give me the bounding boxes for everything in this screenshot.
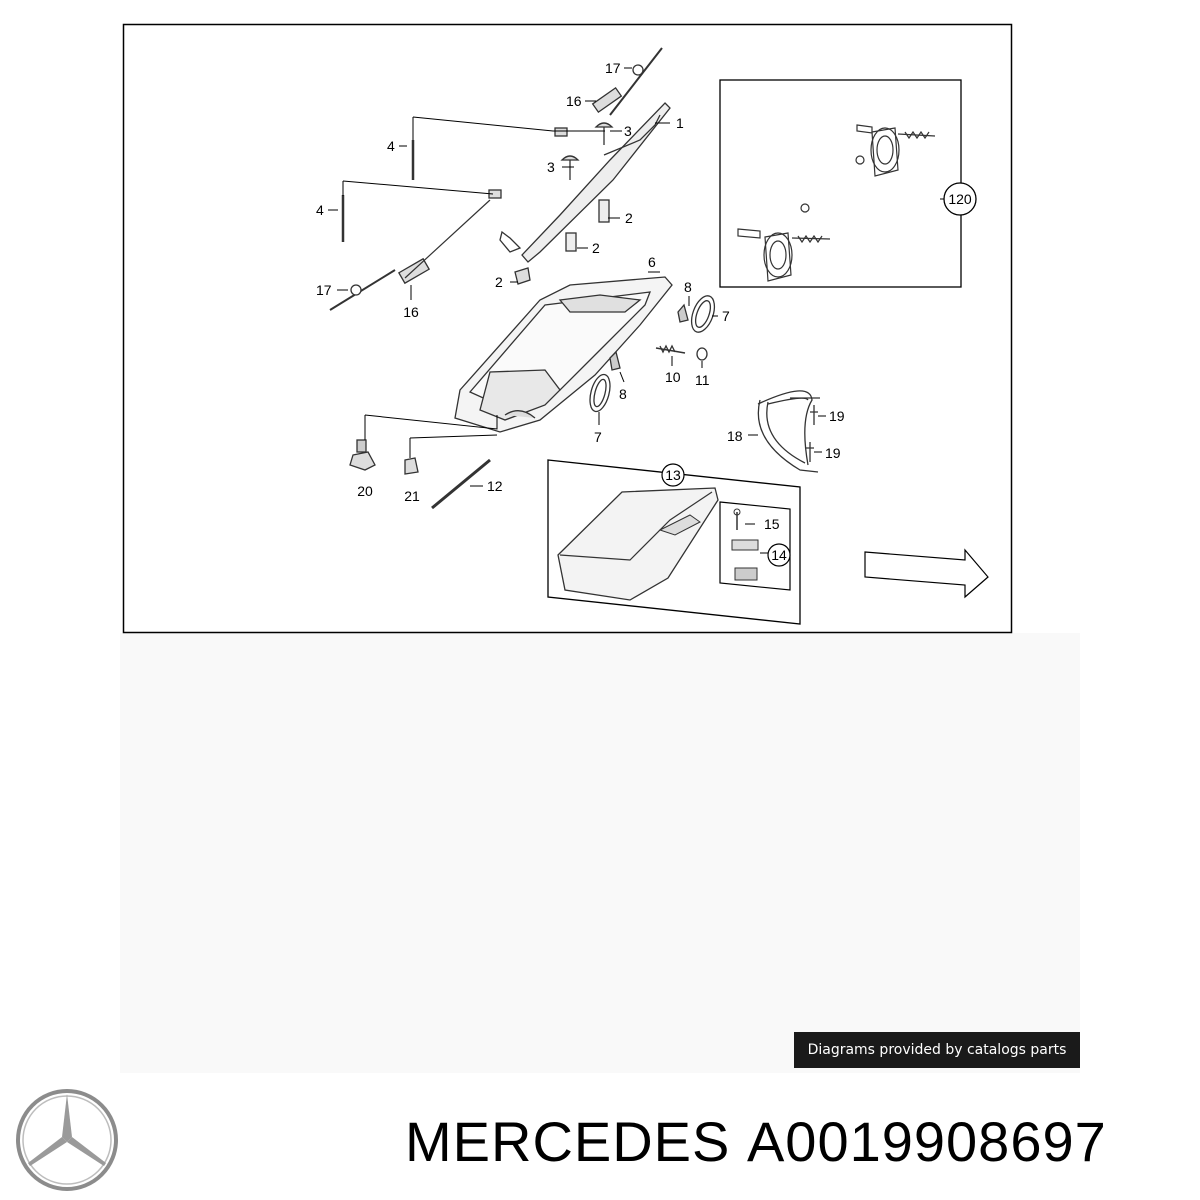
callout-16-top: 16 (566, 93, 582, 109)
callout-18: 18 (727, 428, 743, 444)
callout-10: 10 (665, 369, 681, 385)
callout-17-top: 17 (605, 60, 621, 76)
callout-3-top: 3 (624, 123, 632, 139)
callout-2-b: 2 (592, 240, 600, 256)
inset-box-120: 120 (719, 79, 977, 288)
callout-120: 120 (948, 191, 972, 207)
callout-120-circle (943, 182, 977, 216)
callout-2-c: 2 (495, 274, 503, 290)
callout-6: 6 (648, 254, 656, 270)
part-title: MERCEDES A0019908697 (405, 1106, 1107, 1176)
callout-2-a: 2 (625, 210, 633, 226)
leader-lines (328, 67, 826, 487)
title-spacer (730, 1109, 747, 1174)
callout-16-left: 16 (403, 304, 419, 320)
callout-4-left: 4 (316, 202, 324, 218)
callout-21: 21 (404, 488, 420, 504)
callout-20: 20 (357, 483, 373, 499)
brand-name: MERCEDES (405, 1109, 731, 1173)
callout-14-circle (767, 543, 791, 567)
callout-4-top: 4 (387, 138, 395, 154)
callout-14: 14 (771, 547, 787, 563)
callout-19-upper: 19 (829, 408, 845, 424)
background-panel (120, 633, 1080, 1073)
callout-1: 1 (676, 115, 684, 131)
callout-13-circle (661, 463, 685, 487)
mercedes-star-icon (16, 1089, 118, 1191)
callout-15: 15 (764, 516, 780, 532)
callout-8-lower: 8 (619, 386, 627, 402)
callout-7-right: 7 (722, 308, 730, 324)
diagram-credit-banner: Diagrams provided by catalogs parts (794, 1032, 1080, 1068)
callout-13: 13 (665, 467, 681, 483)
callout-7-lower: 7 (594, 429, 602, 445)
direction-arrow-icon (864, 548, 989, 599)
callout-11: 11 (695, 372, 710, 388)
glove-box-assembly (329, 47, 820, 510)
part-number: A0019908697 (746, 1109, 1107, 1173)
callout-3-mid: 3 (547, 159, 555, 175)
callout-12: 12 (487, 478, 503, 494)
inset-box-13: 13 15 14 (547, 459, 801, 625)
callout-19-lower: 19 (825, 445, 841, 461)
callout-8-right: 8 (684, 279, 692, 295)
callout-17-left: 17 (316, 282, 332, 298)
